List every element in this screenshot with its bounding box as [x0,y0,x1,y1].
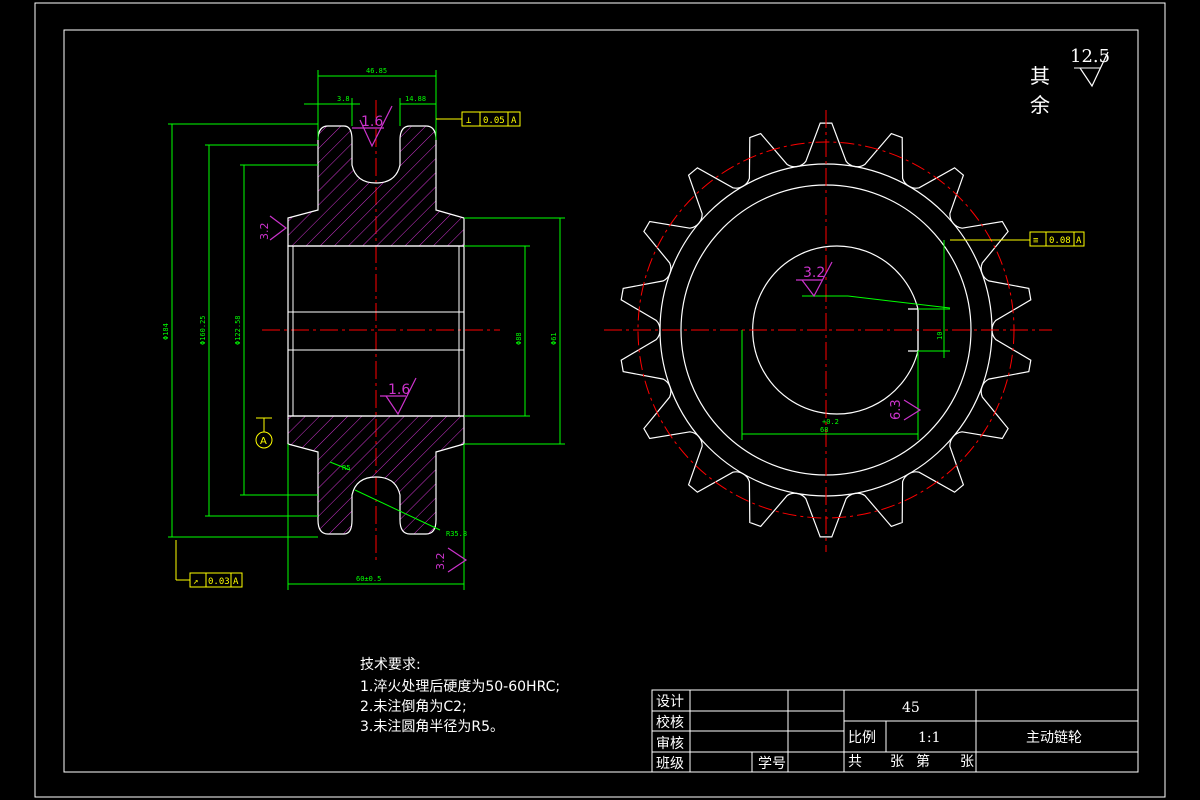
tech-req-heading: 技术要求: [360,657,421,673]
gtol-right-value: 0.08 [1049,236,1071,246]
title-block [651,689,1139,773]
roughness-left-4: 3.2 [434,553,447,571]
dim-top-overall: 46.85 [366,67,387,75]
gtol-bottom-value: 0.03 [208,577,230,587]
tb-review: 审核 [656,736,684,752]
tb-material: 45 [902,700,920,716]
right-front-view: 68 +0.2 10 3.2 6.3 ≡ 0.08 A [604,110,1085,552]
bore-outline [287,245,465,417]
tb-scale-value: 1:1 [918,730,941,746]
tb-sheet-total: 共 [848,754,862,770]
dim-top-right: 14.88 [405,95,426,103]
gtol-right-symbol: ≡ [1033,236,1039,246]
dim-hub-length: 60±0.5 [356,575,381,583]
dim-tooth-radius: R35.8 [446,530,467,538]
dim-bore-upper: Φ61 [550,332,558,345]
dim-keyway-height: 10 [936,332,944,340]
gtol-bottom-datum: A [233,577,239,587]
rest-label-top: 其 [1030,64,1050,88]
tb-sheet-unit1: 张 [890,754,904,770]
dim-radius-note: R5 [342,464,350,472]
tb-scale-label: 比例 [848,730,876,746]
tb-drawing-title: 主动链轮 [1026,730,1082,746]
dim-dia-inner: Φ122.58 [234,315,242,345]
dim-bore-lower: Φ88 [515,332,523,345]
roughness-left-2: 1.6 [388,382,410,398]
roughness-left-3: 3.2 [258,223,271,241]
rest-roughness-value: 12.5 [1070,46,1110,67]
tech-req-item-2: 2.未注倒角为C2; [360,699,467,715]
gtol-bottom-symbol: ↗ [193,577,198,587]
left-section-view: Φ184 Φ160.25 Φ122.58 Φ88 Φ61 46.85 3.8 1… [162,67,565,590]
lower-hatched-section [287,415,465,535]
dim-dia-mid: Φ160.25 [199,315,207,345]
tb-class: 班级 [656,756,684,772]
dim-keyway-tol: +0.2 [822,418,839,426]
sprocket-teeth-outline [620,122,1032,538]
upper-hatched-section [287,125,465,247]
dim-dia-outer: Φ184 [162,323,170,340]
tb-sheet-no: 第 [916,753,930,770]
tb-check: 校核 [656,714,684,731]
outer-border [34,2,1166,798]
gtol-top-datum: A [511,116,517,126]
bore-with-keyway [752,245,919,415]
dim-top-left: 3.8 [337,95,350,103]
dim-bore-width: 68 [820,426,828,434]
tech-req-item-1: 1.淬火处理后硬度为50-60HRC; [360,679,560,695]
datum-a-label: A [260,436,267,447]
tech-req-item-3: 3.未注圆角半径为R5。 [360,719,504,735]
roughness-right-2: 6.3 [889,399,904,420]
gtol-right-datum: A [1076,236,1082,246]
roughness-left-1: 1.6 [361,114,383,130]
rest-roughness-symbol: 12.5 其 余 [1030,46,1110,117]
tb-student-no: 学号 [758,756,786,772]
inner-border [63,29,1139,773]
tb-design: 设计 [656,694,684,710]
roughness-right-1: 3.2 [803,265,825,281]
gtol-top-value: 0.05 [483,116,505,126]
gtol-top-symbol: ⊥ [466,116,472,126]
rest-label-bottom: 余 [1030,93,1050,117]
tb-sheet-unit2: 张 [960,754,974,770]
